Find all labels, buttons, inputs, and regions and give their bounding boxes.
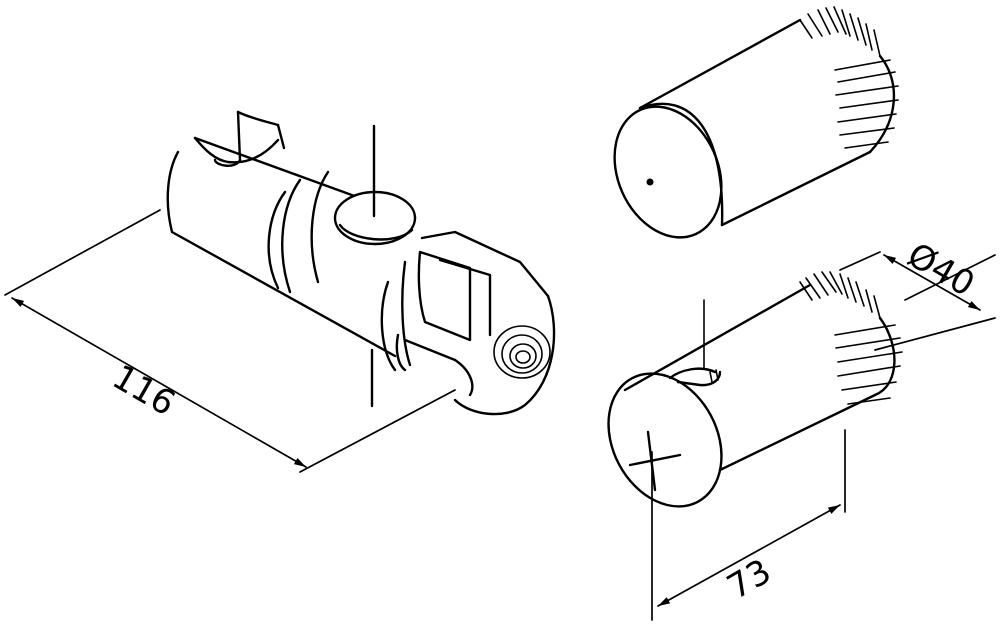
dimension-overall-length: 116 <box>4 209 456 473</box>
threaded-hole <box>493 325 551 379</box>
dimension-handle-diameter: Ø40 <box>839 235 996 351</box>
knurled-grip-top <box>799 6 899 154</box>
dimension-label-diameter: Ø40 <box>901 235 982 305</box>
handle-top <box>613 6 899 239</box>
dimension-label-116: 116 <box>106 357 182 424</box>
slider-assembly <box>166 110 556 416</box>
knurled-grip-bottom <box>799 271 903 405</box>
dimension-label-73: 73 <box>721 552 778 608</box>
handle-bottom <box>607 271 903 508</box>
